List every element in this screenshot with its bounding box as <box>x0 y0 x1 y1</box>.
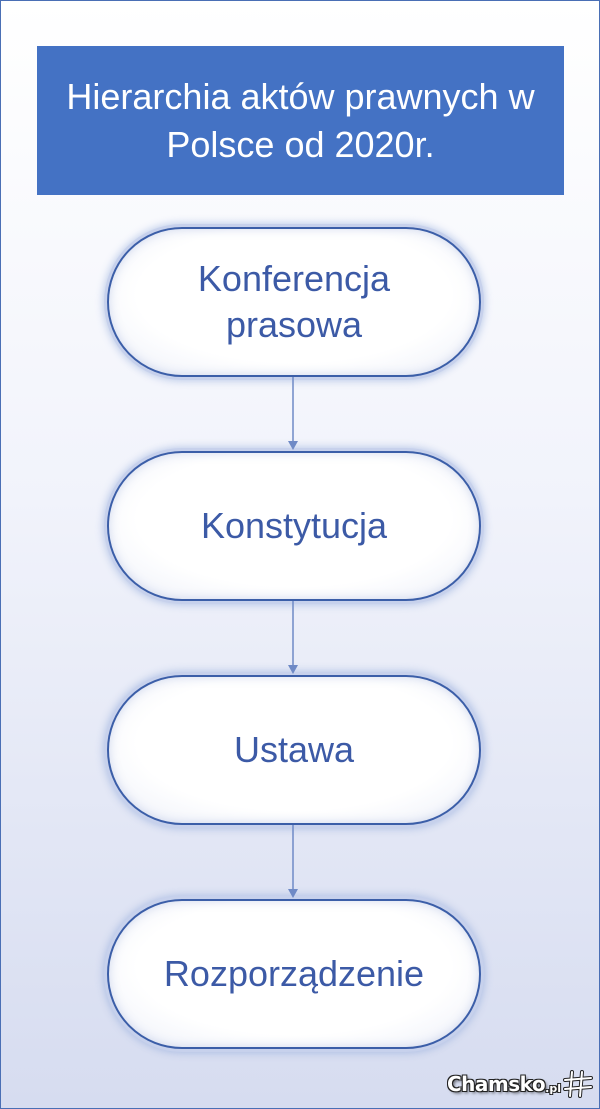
node-ustawa: Ustawa <box>107 675 481 825</box>
arrow-3-head <box>288 889 298 898</box>
node-label: Konferencja prasowa <box>197 258 391 345</box>
node-rozporzadzenie: Rozporządzenie <box>107 899 481 1049</box>
node-label: Ustawa <box>233 729 355 770</box>
watermark-tld: .pl <box>545 1081 561 1095</box>
node-konferencja-prasowa: Konferencja prasowa <box>107 227 481 377</box>
watermark-name: Chamsko <box>447 1072 546 1096</box>
title-box: Hierarchia aktów prawnych w Polsce od 20… <box>37 46 564 195</box>
grid-logo-icon <box>563 1070 593 1098</box>
arrow-2-head <box>288 665 298 674</box>
node-label: Konstytucja <box>200 505 388 546</box>
node-label: Rozporządzenie <box>163 953 425 994</box>
diagram-title: Hierarchia aktów prawnych w Polsce od 20… <box>66 75 535 165</box>
chamsko-watermark: Chamsko .pl <box>447 1067 595 1101</box>
arrow-1-head <box>288 441 298 450</box>
node-konstytucja: Konstytucja <box>107 451 481 601</box>
